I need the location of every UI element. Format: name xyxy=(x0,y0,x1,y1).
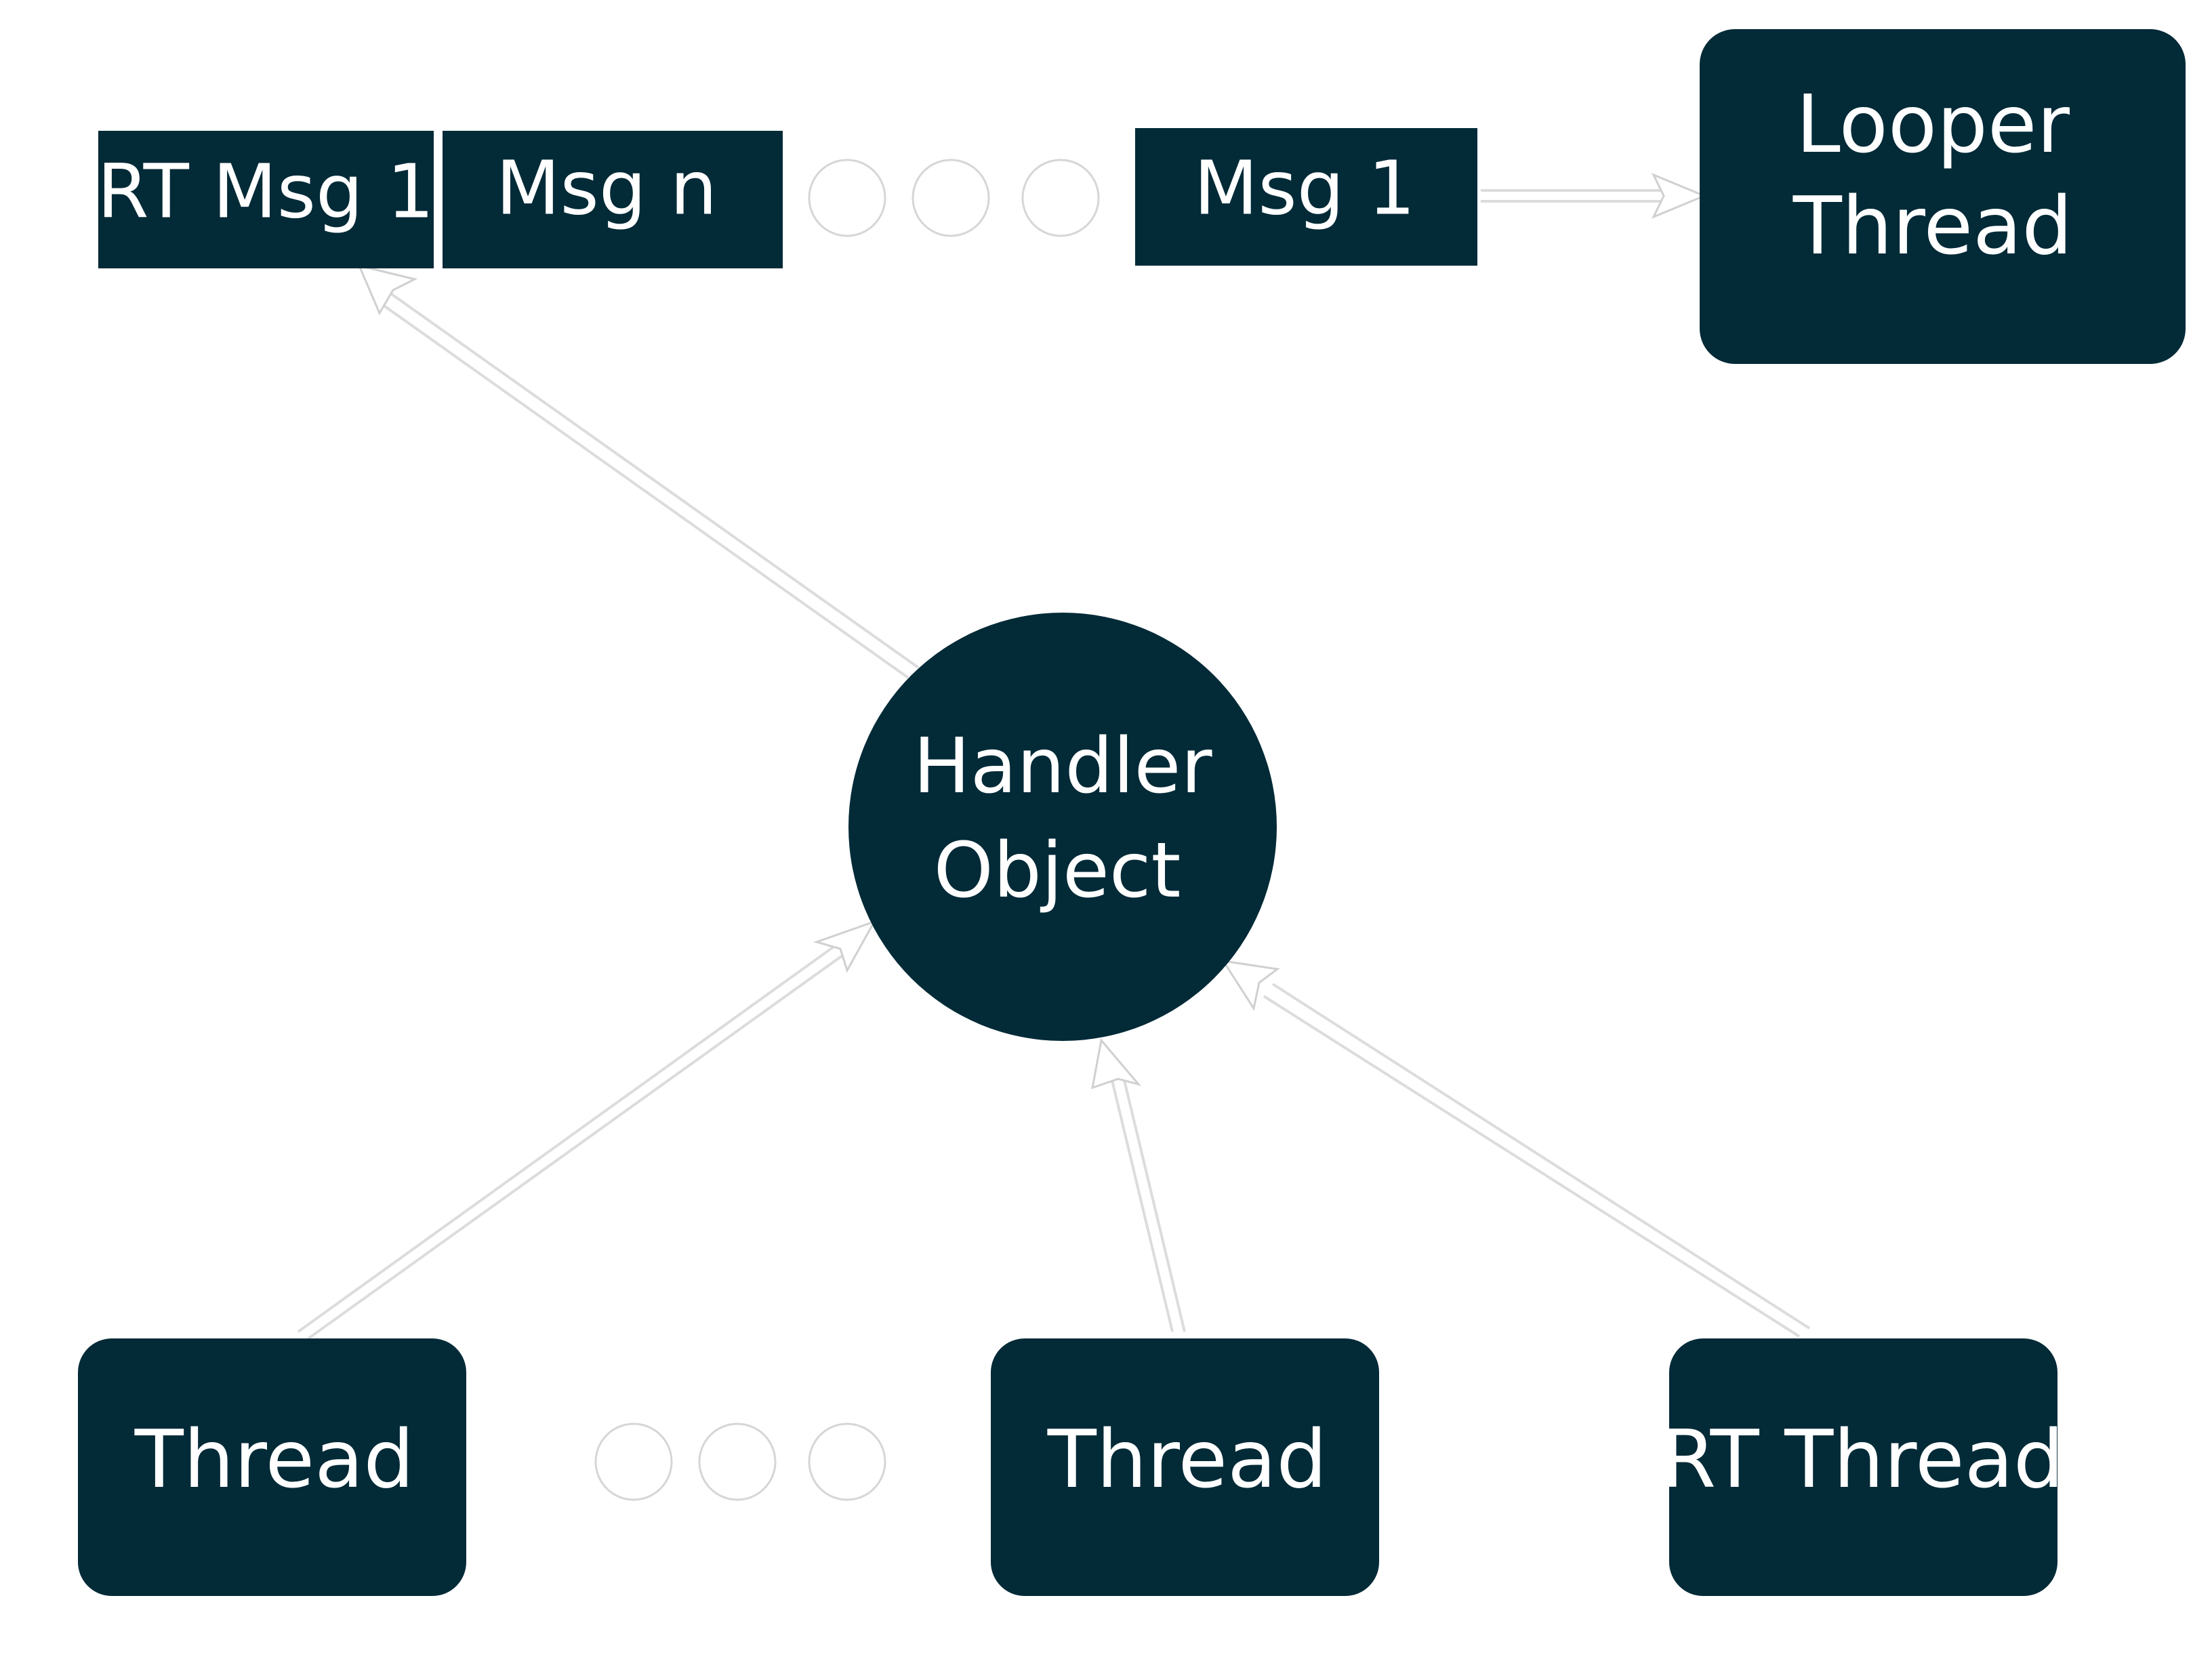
arrow-handler-to-rt-msg xyxy=(357,264,920,679)
threads-ellipsis xyxy=(594,1422,886,1501)
handler-object-label-line2: Object xyxy=(934,827,1181,915)
arrow-thread-left-to-handler xyxy=(297,920,877,1340)
queue-item-msg-1: Msg 1 xyxy=(1135,128,1477,266)
arrow-msg1-to-looper xyxy=(1481,173,1707,219)
arrow-thread-middle-to-handler xyxy=(1091,1038,1186,1332)
connectors xyxy=(297,173,1811,1340)
queue-item-msg-n: Msg n xyxy=(443,131,783,268)
queue-item-msg-n-label: Msg n xyxy=(496,144,718,231)
thread-node-middle-label: Thread xyxy=(1047,1412,1328,1506)
thread-node-left-label: Thread xyxy=(134,1412,415,1506)
message-queue: RT Msg 1 Msg n Msg 1 xyxy=(97,128,1477,268)
arrow-rt-thread-to-handler xyxy=(1221,960,1811,1338)
ellipsis-dot xyxy=(1021,159,1100,237)
producer-threads: Thread Thread RT Thread xyxy=(78,1338,2064,1596)
queue-item-rt-msg-1: RT Msg 1 xyxy=(97,131,434,268)
queue-item-msg-1-label: Msg 1 xyxy=(1194,144,1416,231)
ellipsis-dot xyxy=(808,159,886,237)
thread-node-middle: Thread xyxy=(991,1338,1379,1596)
ellipsis-dot xyxy=(912,159,990,237)
looper-thread-label-line2: Thread xyxy=(1793,179,2073,272)
queue-ellipsis xyxy=(808,159,1100,237)
looper-thread-label-line1: Looper xyxy=(1796,77,2070,171)
handler-object-node: Handler Object xyxy=(848,613,1277,1041)
rt-thread-node-label: RT Thread xyxy=(1660,1412,2064,1506)
rt-thread-node: RT Thread xyxy=(1660,1338,2064,1596)
looper-thread-node: Looper Thread xyxy=(1700,29,2186,364)
queue-item-rt-msg-1-label: RT Msg 1 xyxy=(97,148,434,234)
handler-object-label-line1: Handler xyxy=(914,722,1213,811)
thread-node-left: Thread xyxy=(78,1338,466,1596)
ellipsis-dot xyxy=(808,1422,886,1501)
ellipsis-dot xyxy=(698,1422,777,1501)
ellipsis-dot xyxy=(594,1422,673,1501)
